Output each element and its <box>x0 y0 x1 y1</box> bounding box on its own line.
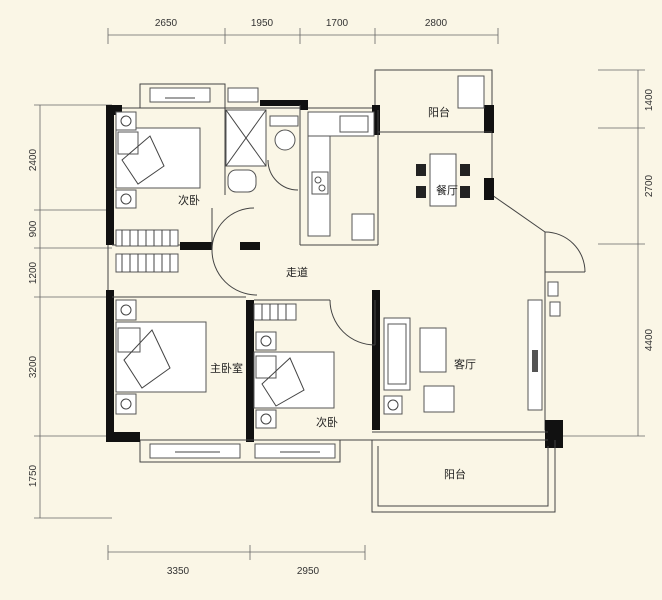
room-label-corridor: 走道 <box>286 265 308 279</box>
bathroom-fixtures <box>225 109 299 193</box>
dim-right-1: 1400 <box>644 88 655 111</box>
room-label-second-bedroom-2: 次卧 <box>316 415 338 429</box>
dim-bottom-1: 3350 <box>167 566 190 577</box>
dim-left-3: 1200 <box>28 261 39 284</box>
dim-top-1: 2650 <box>155 18 178 29</box>
dim-right-3: 4400 <box>644 328 655 351</box>
room-label-balcony-bottom: 阳台 <box>444 467 466 481</box>
bedroom-2-furniture <box>253 331 335 429</box>
room-label-master-bedroom: 主卧室 <box>210 361 243 375</box>
windows <box>149 75 485 459</box>
dim-left-4: 3200 <box>28 355 39 378</box>
room-label-balcony-top: 阳台 <box>428 105 450 119</box>
room-label-second-bedroom-1: 次卧 <box>178 193 200 207</box>
dim-left-5: 1750 <box>28 464 39 487</box>
room-label-dining: 餐厅 <box>436 183 458 197</box>
kitchen-fixtures <box>307 111 375 241</box>
room-labels: 阳台 餐厅 次卧 走道 主卧室 客厅 次卧 阳台 <box>178 105 476 481</box>
dim-left-1: 2400 <box>28 148 39 171</box>
dim-top-3: 1700 <box>326 18 349 29</box>
walls <box>106 69 563 513</box>
dim-bottom-2: 2950 <box>297 566 320 577</box>
dim-top-2: 1950 <box>251 18 274 29</box>
living-room-furniture <box>383 281 561 415</box>
room-label-living: 客厅 <box>454 357 476 371</box>
dining-set <box>416 153 470 207</box>
master-bedroom-furniture <box>115 299 207 415</box>
dimension-lines <box>34 28 645 560</box>
bedroom-1-furniture <box>115 111 201 209</box>
dim-top-4: 2800 <box>425 18 448 29</box>
doors <box>211 159 586 346</box>
balcony-bottom <box>371 440 556 513</box>
dimension-labels: 2650 1950 1700 2800 3350 2950 2400 900 1… <box>28 18 655 577</box>
wardrobes <box>115 229 297 321</box>
dim-right-2: 2700 <box>644 174 655 197</box>
dim-left-2: 900 <box>28 220 39 237</box>
